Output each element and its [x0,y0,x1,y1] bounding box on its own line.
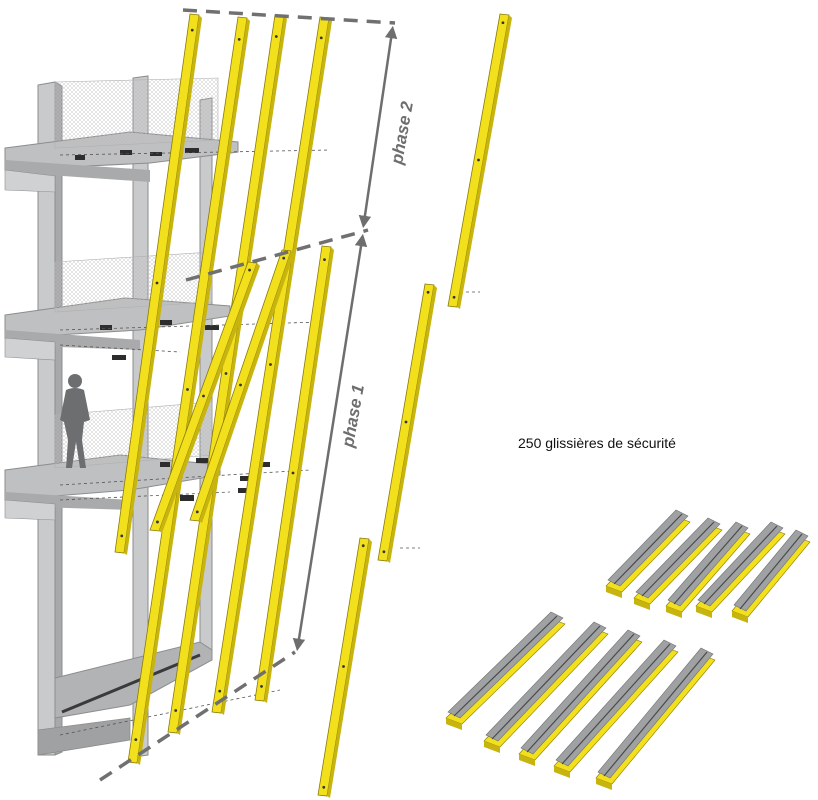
phase2-outline-top [182,8,396,25]
person-silhouette [60,374,90,468]
safety-mesh-top [54,77,219,149]
guardrail-post-side [199,251,294,523]
bolt [186,388,189,391]
bolt [174,709,178,712]
fixing-brackets [75,148,270,501]
phase1-label: phase 1 [338,383,368,450]
phase-arrows [292,25,398,652]
guardrail-bundle [665,521,751,618]
phase2-outline-bottom [185,228,369,282]
guardrail-stacks [445,509,811,790]
phase1-arrow [292,233,368,652]
guardrail-post-side [137,18,250,765]
guardrail-post-side [124,15,202,555]
guardrail-bundle [633,517,723,610]
bolt [260,684,263,688]
bolt [282,256,286,260]
bolt [477,158,480,162]
bolt [120,534,124,538]
guardrail-bundle [483,621,609,753]
phase1-outline-bottom [99,650,296,782]
bolt [269,363,272,366]
bolt [155,281,159,285]
bolt [404,420,408,424]
bolt [382,550,386,554]
bolt [239,383,242,387]
guardrail-bundle [595,647,716,790]
phase2-label: phase 2 [387,100,417,167]
guardrail-count-caption: 250 glissières de sécurité [518,435,676,451]
bolt [134,738,138,742]
bolt [274,35,278,38]
bolt [452,295,456,299]
phase-outlines [99,8,396,782]
bolt [426,290,430,294]
bolt [190,28,194,32]
guardrail-post-side [221,18,332,715]
bolt [202,394,205,398]
bolt [195,510,199,514]
bolt [237,37,241,41]
bolt [501,21,505,25]
bolt [361,544,365,548]
bolt [218,689,222,693]
bolt [323,258,326,262]
guardrail-post-side [327,539,372,798]
guardrail-bundle [553,639,679,778]
guardrail-post-side [159,263,260,533]
bolt [248,268,251,272]
guardrail-post-side [387,285,437,563]
bolt [156,520,159,524]
guardrail-bundle [518,629,643,766]
bolt [322,785,326,789]
guardrail-bundle [605,509,691,598]
bolt [291,471,295,475]
bolt [224,372,228,375]
guardrail-bundle [695,521,786,618]
guardrail-post-side [177,16,287,735]
guardrail-post-side [457,15,512,309]
bolt [319,36,323,40]
guardrail-bundle [445,611,566,730]
guardrail-bundle [731,529,811,623]
safety-mesh-middle [54,251,213,313]
building-frame [4,75,239,758]
bolt [342,665,345,668]
phase2-arrow [358,25,398,229]
